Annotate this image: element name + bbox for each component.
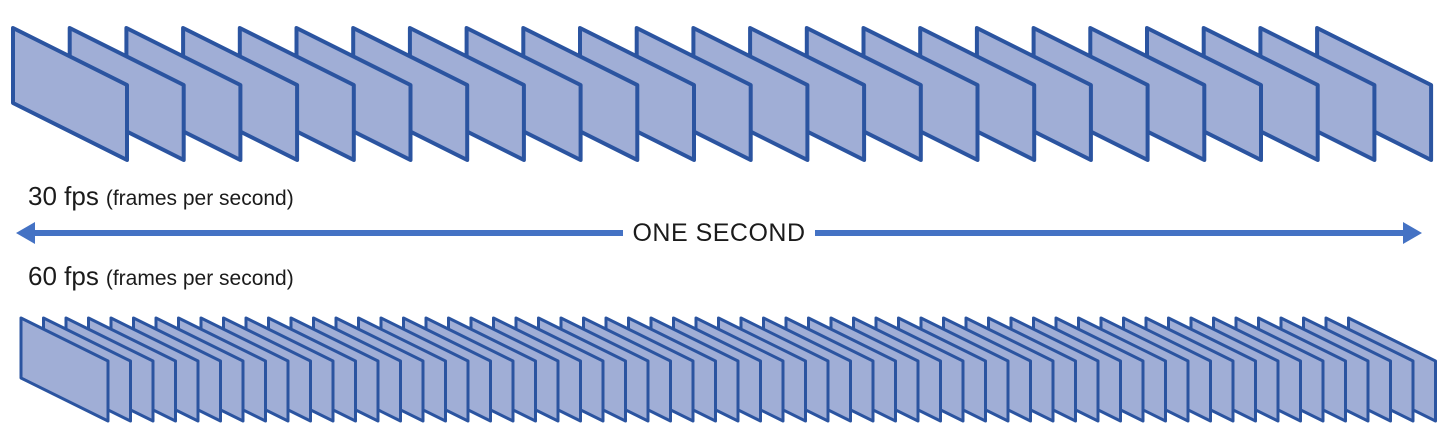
one-second-arrow: ONE SECOND xyxy=(16,218,1422,247)
arrow-left-icon xyxy=(16,222,35,244)
arrow-line-left xyxy=(35,230,624,236)
arrow-right-icon xyxy=(1403,222,1422,244)
video-frame xyxy=(19,316,110,423)
arrow-line-right xyxy=(814,230,1403,236)
fps-60-label-group: 60 fps (frames per second) xyxy=(28,263,294,289)
fps-30-note: (frames per second) xyxy=(105,187,294,210)
frame-stack-30fps xyxy=(11,26,1434,162)
fps-60-label: 60 fps xyxy=(28,261,99,291)
frame-stack-60fps xyxy=(19,316,1437,423)
fps-30-label: 30 fps xyxy=(28,181,99,211)
fps-60-note: (frames per second) xyxy=(105,267,294,290)
one-second-label: ONE SECOND xyxy=(632,218,806,247)
video-frame xyxy=(11,26,129,162)
fps-30-label-group: 30 fps (frames per second) xyxy=(28,183,294,209)
